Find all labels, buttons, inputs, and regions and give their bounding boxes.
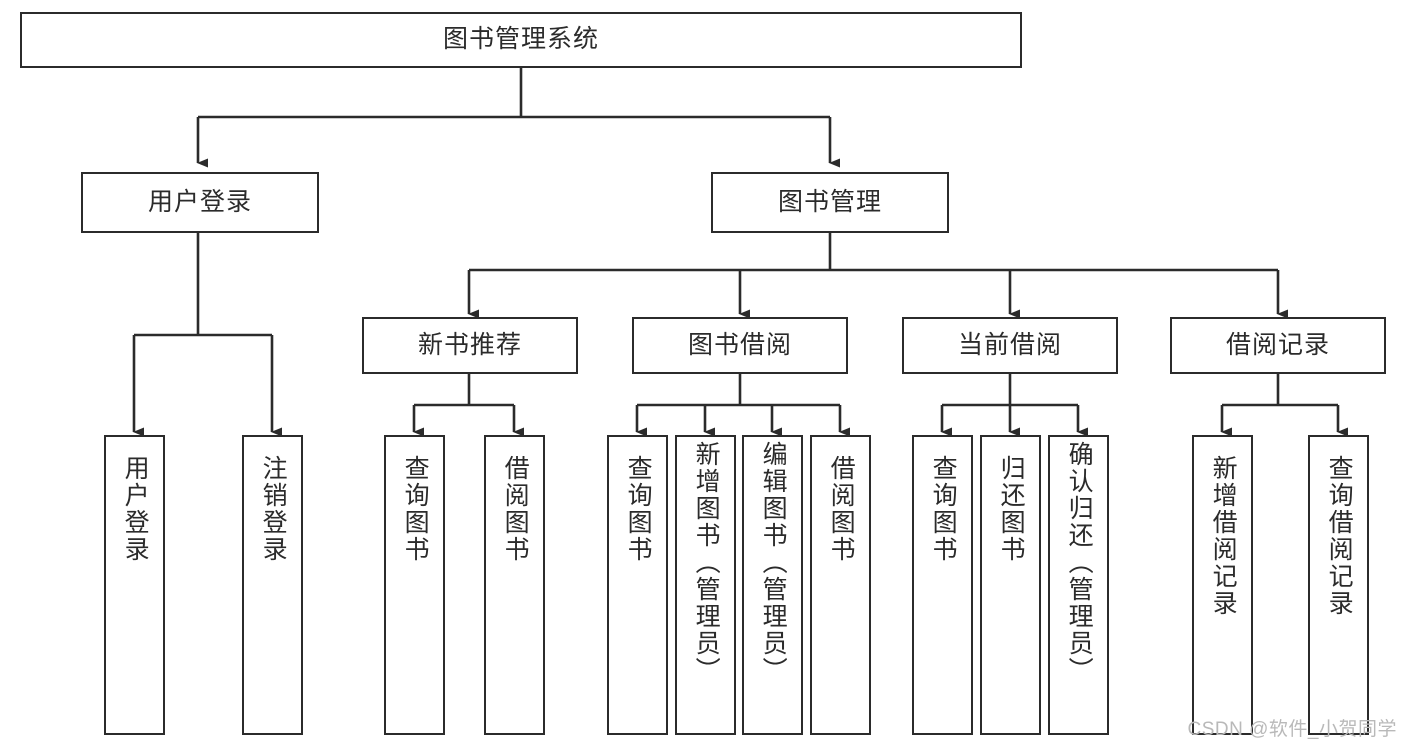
node-label: 借阅记录 [1225, 330, 1330, 359]
leaf-confirm-return-admin[interactable]: 确认归还（管理员） [1048, 435, 1109, 735]
node-label: 图书管理 [777, 187, 882, 216]
node-current-borrow[interactable]: 当前借阅 [902, 317, 1118, 374]
leaf-borrow-book-recommend[interactable]: 借阅图书 [484, 435, 545, 735]
leaf-edit-book-admin[interactable]: 编辑图书（管理员） [742, 435, 803, 735]
node-label: 新增图书（管理员） [692, 441, 721, 684]
node-label: 注销登录 [259, 455, 288, 563]
node-new-book-recommend[interactable]: 新书推荐 [362, 317, 578, 374]
node-label: 借阅图书 [827, 455, 856, 563]
leaf-add-book-admin[interactable]: 新增图书（管理员） [675, 435, 736, 735]
leaf-logout[interactable]: 注销登录 [242, 435, 303, 735]
leaf-add-borrow-record[interactable]: 新增借阅记录 [1192, 435, 1253, 735]
leaf-query-borrow-record[interactable]: 查询借阅记录 [1308, 435, 1369, 735]
leaf-query-book-current[interactable]: 查询图书 [912, 435, 973, 735]
node-label: 确认归还（管理员） [1065, 441, 1094, 684]
node-label: 编辑图书（管理员） [759, 441, 788, 684]
node-label: 借阅图书 [501, 455, 530, 563]
node-label: 查询图书 [401, 455, 430, 563]
node-label: 用户登录 [147, 187, 252, 216]
node-book-borrow[interactable]: 图书借阅 [632, 317, 848, 374]
leaf-borrow-book[interactable]: 借阅图书 [810, 435, 871, 735]
leaf-return-book[interactable]: 归还图书 [980, 435, 1041, 735]
node-label: 归还图书 [997, 455, 1026, 563]
node-book-management[interactable]: 图书管理 [711, 172, 949, 233]
leaf-query-book-borrow[interactable]: 查询图书 [607, 435, 668, 735]
node-root-system[interactable]: 图书管理系统 [20, 12, 1022, 68]
node-label: 当前借阅 [957, 330, 1062, 359]
node-label: 图书管理系统 [442, 25, 599, 54]
node-label: 查询图书 [624, 455, 653, 563]
node-borrow-record[interactable]: 借阅记录 [1170, 317, 1386, 374]
leaf-query-book-recommend[interactable]: 查询图书 [384, 435, 445, 735]
node-label: 查询图书 [929, 455, 958, 563]
node-label: 用户登录 [121, 455, 150, 563]
node-label: 新增借阅记录 [1209, 455, 1238, 617]
node-label: 新书推荐 [417, 330, 522, 359]
node-label: 查询借阅记录 [1325, 455, 1354, 617]
node-label: 图书借阅 [687, 330, 792, 359]
node-user-login[interactable]: 用户登录 [81, 172, 319, 233]
leaf-user-login[interactable]: 用户登录 [104, 435, 165, 735]
